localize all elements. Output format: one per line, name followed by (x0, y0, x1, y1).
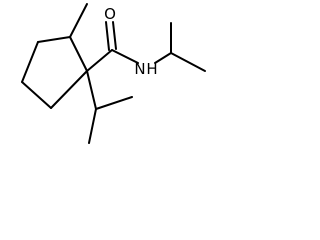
oxygen-label: O (104, 5, 116, 23)
cyclopentane-ring (21, 36, 88, 109)
ring-bond-c5-c1 (50, 70, 88, 109)
ring-bond-c3-c4 (21, 41, 39, 83)
ring-bond-c2-c3 (37, 36, 71, 43)
amide-hydrogen-label: H (146, 60, 157, 78)
molecule-drawing: O N H (21, 3, 206, 144)
isopropyl-bond-3 (88, 108, 97, 144)
carbonyl-double-bond (105, 21, 117, 51)
n-isopropyl-group (154, 22, 206, 72)
isopropyl-bond-1 (86, 70, 97, 110)
isopropyl-ring-substituent (86, 70, 133, 144)
ring-bond-c1-c2 (69, 36, 88, 72)
nitrogen-label: N (134, 60, 145, 78)
n-isopropyl-bond-3 (170, 52, 206, 72)
n-isopropyl-bond-1 (154, 52, 172, 64)
c1-carbonyl-bond (86, 49, 113, 72)
carbonyl-nitrogen-bond (111, 49, 139, 64)
ring-bond-c4-c5 (21, 81, 52, 109)
structure-canvas: O N H (0, 0, 210, 146)
isopropyl-bond-2 (95, 96, 133, 110)
methyl-bond (69, 3, 88, 38)
